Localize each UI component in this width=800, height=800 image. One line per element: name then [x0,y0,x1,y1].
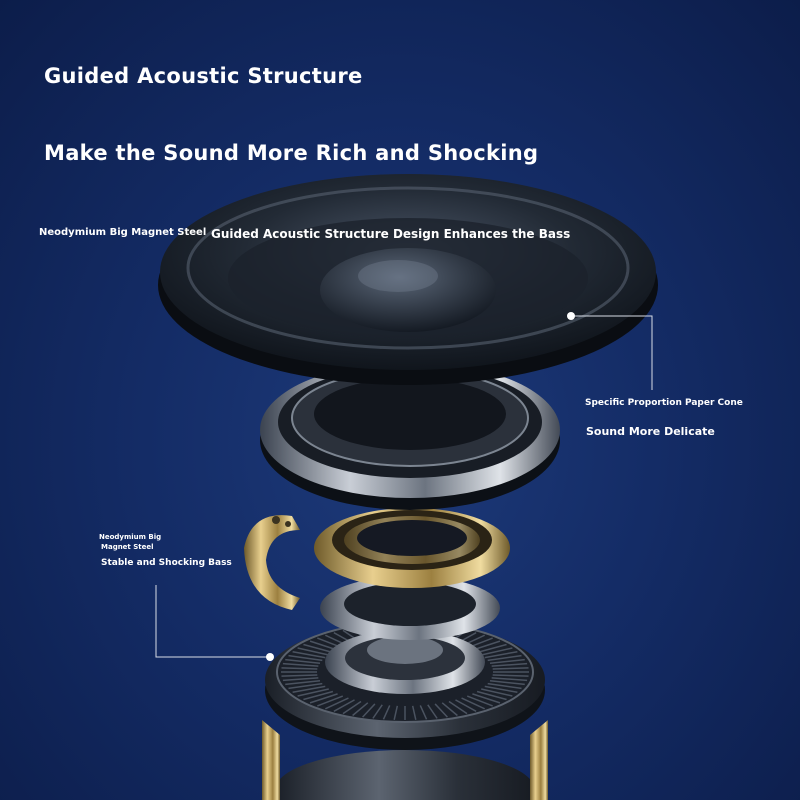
magnet-slot [303,690,334,701]
magnet-slot [489,680,525,686]
headline: Guided Acoustic Structure [44,64,363,88]
magnet-slot [281,674,318,677]
silver-ring [320,576,500,640]
subheadline: Make the Sound More Rich and Shocking [44,141,539,165]
magnet-slot [282,662,319,667]
magnet-slot [472,693,501,704]
magnet-slot [372,704,383,719]
magnet-slot [297,688,329,697]
magnet-slot [333,699,355,712]
magnet-slot [487,682,522,690]
label-bass-design: Guided Acoustic Structure Design Enhance… [211,227,571,241]
magnet-assembly [265,621,545,750]
label-magnet-small-1: Neodymium Big [99,533,162,541]
magnet-slot [491,662,528,667]
magnet-slot [281,667,318,670]
paper-cone [158,174,658,385]
magnet-slot [419,705,428,720]
magnet-slot [317,695,344,707]
label-sound-delicate: Sound More Delicate [586,425,715,438]
magnet-slot [352,702,369,717]
magnet-slot [466,695,493,707]
magnet-slot [427,704,438,719]
callout-dot-magnet [266,653,274,661]
magnet-slot [303,643,334,654]
magnet-slot [342,700,362,715]
magnet-slot [481,688,513,697]
magnet-slot [288,654,323,662]
magnet-slot [292,685,326,694]
magnet-slot [476,690,507,701]
magnet-slot [309,693,338,704]
base-housing [262,720,548,800]
label-paper-cone: Specific Proportion Paper Cone [585,398,743,408]
magnet-slot [455,699,477,712]
magnet-slot [382,705,391,720]
magnet-slot [297,647,329,656]
magnet-slot [441,702,458,717]
magnet-slot [362,703,376,718]
magnet-slot [282,677,319,682]
magnet-slot [476,643,507,654]
magnet-slot [434,703,448,718]
magnet-slot [411,705,417,720]
callout-dot-cone [567,312,575,320]
magnet-slot [492,674,529,677]
magnet-slot [288,682,323,690]
magnet-slot [481,647,513,656]
magnet-slot [292,650,326,659]
magnet-slot [461,697,486,710]
callout-cone [571,315,653,390]
gold-ring [314,508,510,588]
magnet-slot [285,658,321,664]
magnet-slot [285,680,321,686]
magnet-arc-piece [244,515,300,610]
callout-magnet [155,585,270,658]
label-magnet-small-2: Magnet Steel [101,543,154,551]
magnet-slot [492,667,529,670]
magnet-slot [487,654,522,662]
magnet-slot [484,685,518,694]
magnet-slot [393,705,399,720]
magnet-slot [484,650,518,659]
label-magnet-top: Neodymium Big Magnet Steel [39,227,207,238]
magnet-slot [448,700,468,715]
magnet-slot [491,677,528,682]
magnet-slot [489,658,525,664]
label-stable-bass: Stable and Shocking Bass [101,558,232,568]
magnet-slot [324,697,349,710]
frame-ring [260,362,560,510]
